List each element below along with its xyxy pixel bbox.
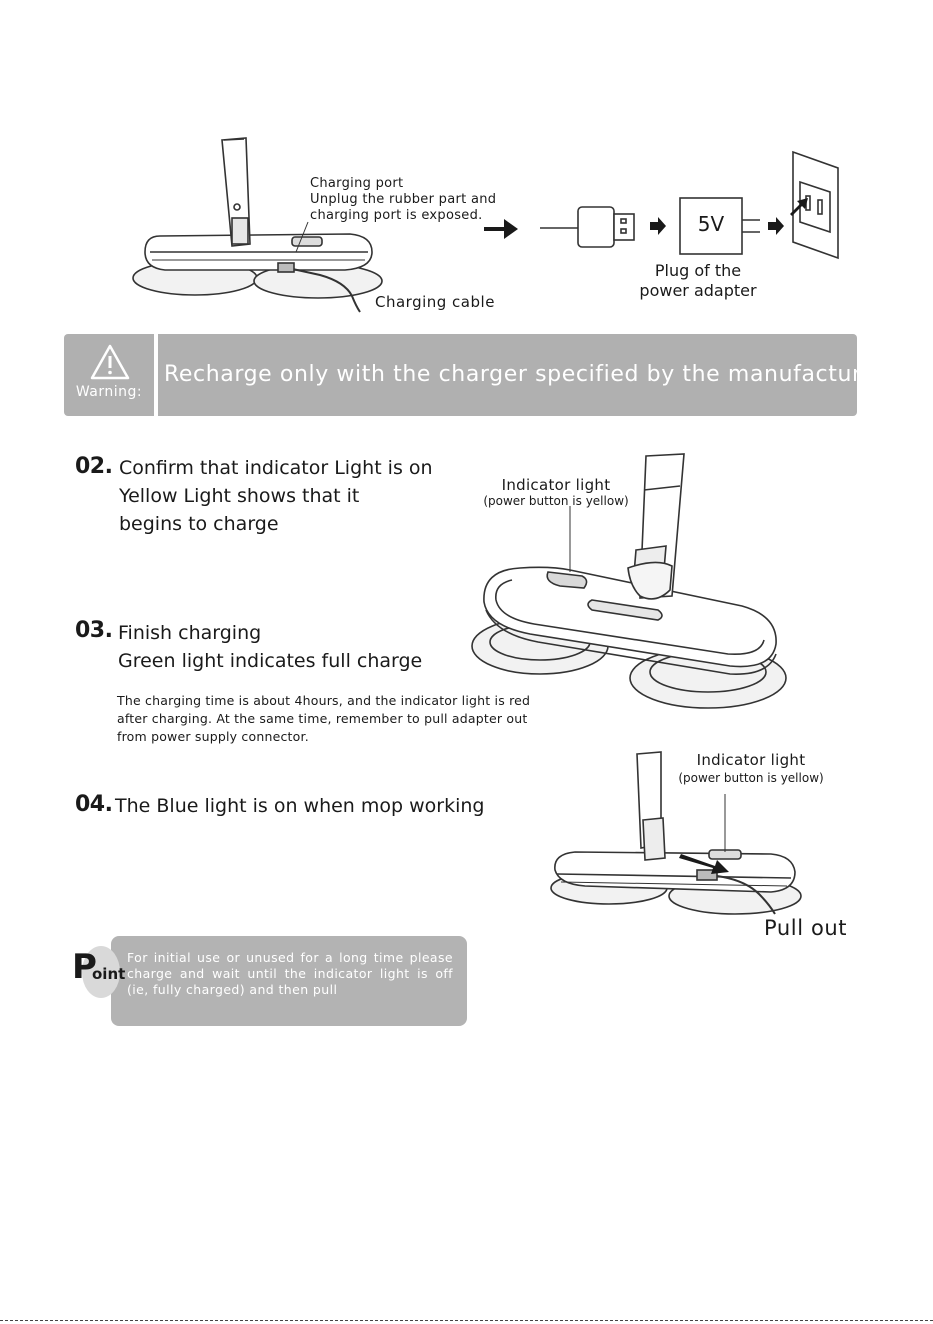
point-badge-circle (82, 946, 120, 998)
pull-out-label: Pull out (764, 916, 848, 940)
plug-label-line2: power adapter (639, 281, 757, 300)
point-text: For initial use or unused for a long tim… (127, 950, 453, 997)
step03-note-line2: after charging. At the same time, rememb… (117, 711, 528, 726)
warning-divider (154, 334, 158, 416)
page-bottom-divider (0, 1320, 933, 1321)
point-badge-rest: oint (92, 965, 126, 983)
adapter-voltage-label: 5V (697, 212, 725, 236)
step03-line2: Green light indicates full charge (118, 650, 423, 672)
step04-number: 04. (75, 792, 113, 817)
step02-line2: Yellow Light shows that it (119, 485, 360, 507)
step03-number: 03. (75, 618, 113, 643)
warning-label: Warning: (75, 384, 143, 400)
mop-charging-illustration (132, 137, 839, 313)
charging-port-line2: charging port is exposed. (310, 208, 483, 223)
step04-indicator-sub: (power button is yellow) (678, 771, 824, 785)
point-badge-p: P (72, 947, 97, 987)
step04-indicator-label: Indicator light (696, 751, 806, 769)
step03-note-line1: The charging time is about 4hours, and t… (117, 693, 531, 708)
step03-note-line3: from power supply connector. (117, 729, 309, 744)
charging-port-line1: Unplug the rubber part and (310, 192, 497, 207)
mop-unplug-illustration (550, 751, 802, 915)
warning-text: Recharge only with the charger specified… (164, 362, 891, 387)
warning-triangle-icon (90, 344, 130, 380)
step02-indicator-sub: (power button is yellow) (483, 494, 629, 508)
warning-banner (64, 334, 857, 416)
step03-line1: Finish charging (118, 622, 262, 644)
step02-line3: begins to charge (119, 513, 279, 535)
mop-indicator-illustration (471, 453, 787, 709)
charging-port-title: Charging port (310, 176, 404, 191)
plug-label-line1: Plug of the (654, 261, 742, 280)
charging-cable-label: Charging cable (375, 293, 495, 311)
step02-number: 02. (75, 454, 113, 479)
step02-line1: Confirm that indicator Light is on (119, 457, 433, 479)
step02-indicator-label: Indicator light (501, 476, 611, 494)
step04-text: The Blue light is on when mop working (115, 795, 485, 817)
point-box (111, 936, 467, 1026)
